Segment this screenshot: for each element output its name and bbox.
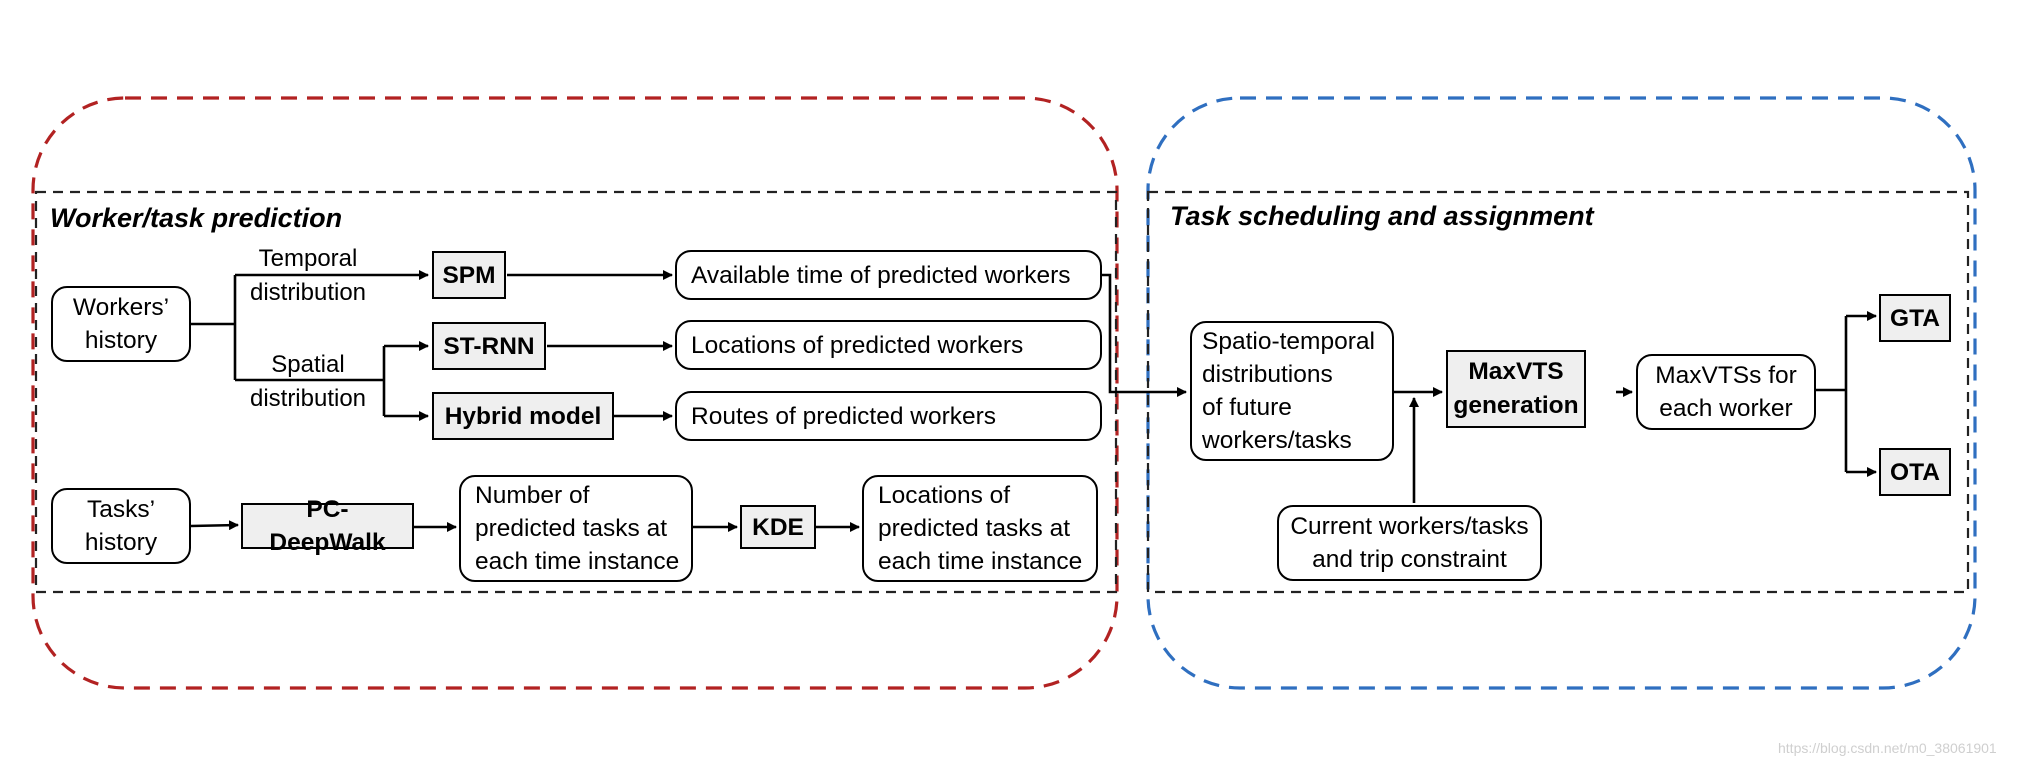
current-workers-tasks-box: Current workers/tasks and trip constrain… [1277, 505, 1542, 581]
st-rnn-model-box: ST-RNN [432, 322, 546, 370]
spm-model-box: SPM [432, 251, 506, 299]
ota-algorithm-box: OTA [1879, 448, 1951, 496]
maxvts-generation-box: MaxVTS generation [1446, 350, 1586, 428]
locations-workers-output-box: Locations of predicted workers [675, 320, 1102, 370]
spatial-distribution-label: Spatial distribution [249, 351, 367, 412]
prediction-section-title: Worker/task prediction [50, 203, 343, 233]
routes-workers-output-box: Routes of predicted workers [675, 391, 1102, 441]
temporal-distribution-label: Temporal distribution [249, 245, 367, 306]
workers-history-box: Workers’ history [51, 286, 191, 362]
kde-model-box: KDE [740, 505, 816, 549]
pc-deepwalk-model-box: PC-DeepWalk [241, 496, 414, 556]
hybrid-model-box: Hybrid model [432, 392, 614, 440]
scheduling-inner-frame [1146, 190, 1970, 594]
locations-tasks-output-box: Locations of predicted tasks at each tim… [862, 475, 1098, 582]
tasks-history-box: Tasks’ history [51, 488, 191, 564]
watermark-text: https://blog.csdn.net/m0_38061901 [1778, 740, 1997, 756]
scheduling-section-title: Task scheduling and assignment [1170, 201, 1594, 231]
gta-algorithm-box: GTA [1879, 294, 1951, 342]
number-tasks-output-box: Number of predicted tasks at each time i… [459, 475, 693, 582]
maxvtss-per-worker-box: MaxVTSs for each worker [1636, 354, 1816, 430]
connectors [190, 270, 1877, 532]
spatio-temporal-distributions-box: Spatio-temporal distributions of future … [1190, 321, 1394, 461]
prediction-region-border [31, 96, 1119, 690]
available-time-output-box: Available time of predicted workers [675, 250, 1102, 300]
